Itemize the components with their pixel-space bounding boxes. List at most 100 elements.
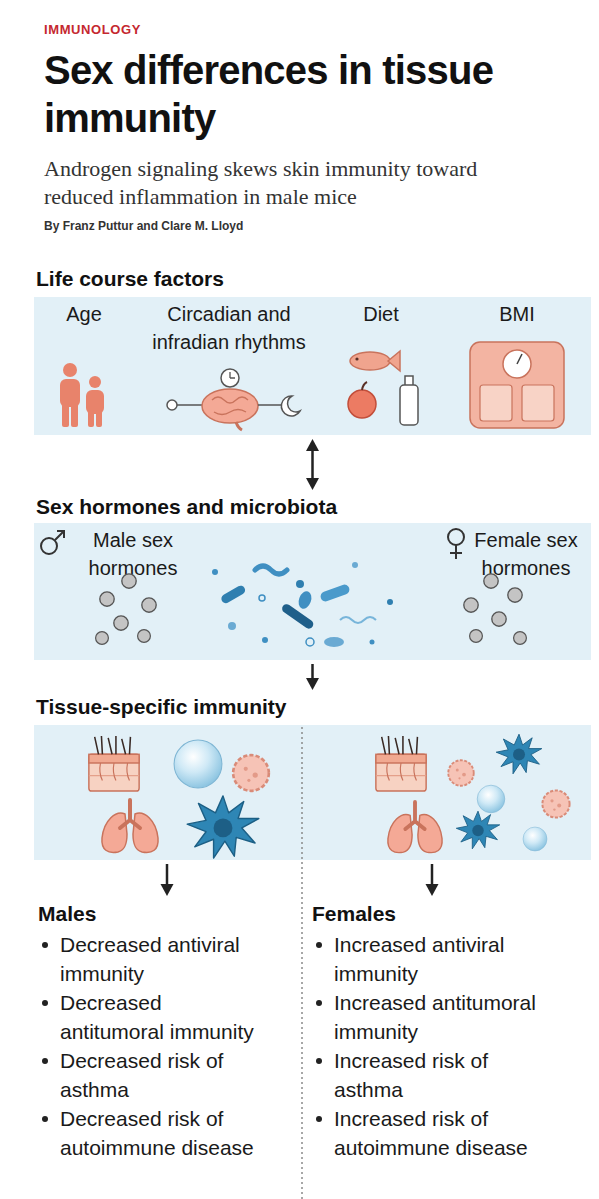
scale-icon — [470, 342, 564, 428]
factor-label: Circadian and infradian rhythms — [139, 300, 319, 356]
dendritic-cell — [456, 811, 499, 849]
diet-icon — [348, 351, 418, 425]
lung-icon — [388, 802, 442, 853]
microbe-dot — [370, 640, 375, 645]
dendritic-cell — [496, 734, 542, 774]
bullet-dot — [316, 1000, 322, 1006]
outcome-item: Increased risk of asthma — [306, 1046, 558, 1104]
column-heading: Males — [38, 900, 300, 928]
person-leg — [71, 403, 78, 427]
outcome-text: Increased antiviral immunity — [334, 930, 544, 988]
person-leg — [62, 403, 69, 427]
brain-shape — [202, 389, 258, 423]
hormone-circle — [122, 574, 136, 588]
person-body — [86, 390, 104, 414]
person-head — [63, 363, 77, 377]
immune-cell — [523, 827, 547, 851]
person-head — [89, 376, 101, 388]
female-cross — [450, 545, 462, 559]
rhythm-line — [258, 404, 282, 406]
hormone-circle — [142, 598, 156, 612]
outcome-item: Increased antitumoral immunity — [306, 988, 558, 1046]
fish-body — [350, 352, 390, 370]
immune-cell — [542, 790, 569, 817]
outcome-text: Increased antitumoral immunity — [334, 988, 544, 1046]
skin-icon — [89, 736, 139, 791]
hormone-circle — [492, 612, 506, 626]
person-body — [60, 379, 80, 407]
outcome-text: Decreased risk of autoimmune disease — [60, 1104, 270, 1162]
outcome-text: Increased risk of asthma — [334, 1046, 544, 1104]
person-leg — [88, 410, 94, 427]
immune-cell — [477, 785, 505, 813]
fish-tail — [388, 351, 400, 371]
band-fill — [34, 725, 591, 860]
scale-pad — [522, 385, 554, 421]
apple-shape — [348, 390, 376, 418]
brain-folds — [212, 397, 248, 415]
microbe-dot — [296, 580, 304, 588]
connector-line — [311, 664, 314, 680]
immune-cell — [233, 755, 269, 791]
immunity-band: Tissue-specific immunity — [34, 694, 591, 860]
hormone-band: Sex hormones and microbiotaMale sex horm… — [34, 494, 591, 660]
bullet-dot — [42, 1058, 48, 1064]
apple-stem — [362, 382, 367, 390]
scale-needle — [517, 354, 522, 364]
connector-line — [431, 864, 434, 886]
hormone-circle — [100, 592, 114, 606]
rhythm-dot — [167, 400, 177, 410]
bottle-neck — [405, 376, 413, 386]
male-symbol — [41, 531, 64, 554]
male-circle — [41, 538, 57, 554]
microbe-dot — [212, 569, 218, 575]
hormone-circle — [464, 598, 478, 612]
hormone-circle — [514, 632, 527, 645]
rhythm-line — [177, 404, 202, 406]
microbe-dot — [262, 637, 268, 643]
outcome-item: Decreased antitumoral immunity — [34, 988, 300, 1046]
microbe-spiral — [340, 617, 376, 623]
arrow-head — [306, 478, 319, 490]
bullet-dot — [42, 942, 48, 948]
microbe-dot — [228, 622, 236, 630]
hormone-circle — [470, 630, 483, 643]
hormone-circle — [114, 616, 128, 630]
male-arrow — [55, 531, 64, 540]
microbiota — [212, 562, 393, 647]
hormone-circle — [96, 632, 109, 645]
outcome-item: Increased antiviral immunity — [306, 930, 558, 988]
bullet-dot — [42, 1116, 48, 1122]
bullet-dot — [316, 1116, 322, 1122]
microbe-worm — [255, 566, 287, 574]
factor-label: Female sex hormones — [464, 526, 588, 582]
hormone-cluster — [464, 574, 527, 645]
outcome-list: MalesDecreased antiviral immunityDecreas… — [34, 900, 300, 1199]
scale-dial — [503, 350, 531, 378]
scale-pad — [480, 385, 512, 421]
arrow-head — [306, 678, 319, 690]
connector-line — [311, 449, 314, 480]
scale-body — [470, 342, 564, 428]
brain-stem — [236, 422, 242, 430]
byline-text: By Franz Puttur and Clare M. Lloyd — [44, 219, 243, 233]
moon-symbol — [281, 396, 300, 416]
hormone-circle — [484, 574, 498, 588]
connector-arrow — [161, 864, 174, 896]
column-heading: Females — [312, 900, 558, 928]
section-heading: Life course factors — [36, 266, 224, 292]
female-symbol — [448, 529, 464, 559]
connector-arrow — [306, 664, 319, 690]
people-icon — [60, 363, 104, 427]
microbe-dot — [352, 562, 358, 568]
microbe-rod — [220, 584, 247, 605]
section-kicker: IMMUNOLOGY — [44, 22, 141, 37]
outcome-list: FemalesIncreased antiviral immunityIncre… — [306, 900, 558, 1199]
microbe-bean — [296, 589, 313, 610]
outcome-item: Increased risk of autoimmune disease — [306, 1104, 558, 1162]
hormone-cluster — [96, 574, 157, 645]
factor-label: BMI — [477, 300, 557, 328]
skin-icon — [376, 736, 426, 791]
connector-arrow — [306, 439, 319, 490]
